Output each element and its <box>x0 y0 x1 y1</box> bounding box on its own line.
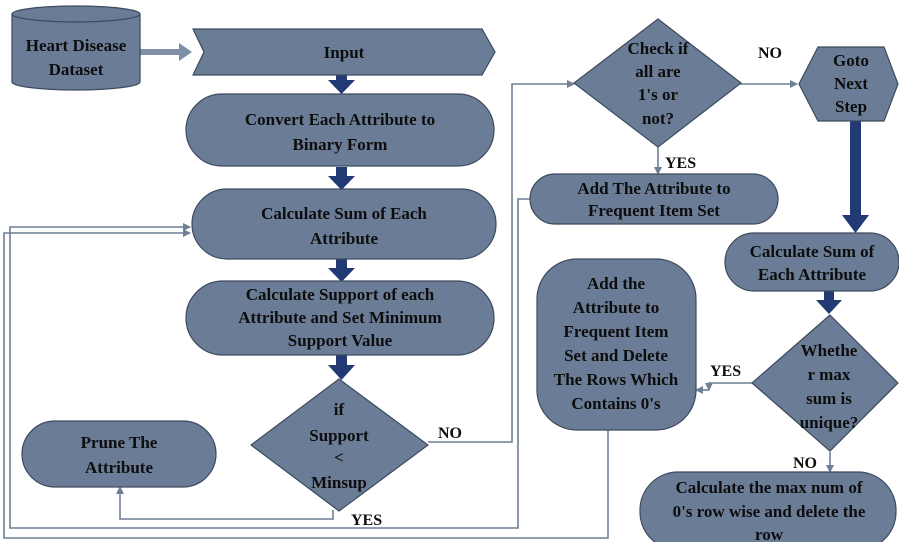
sum1-label-1: Calculate Sum of Each <box>261 204 427 223</box>
prune-label-2: Attribute <box>85 458 153 477</box>
yes-to-prune-line <box>116 486 334 520</box>
prune-node: Prune The Attribute <box>21 420 217 488</box>
prune-label-1: Prune The <box>81 433 158 452</box>
support-decision: if Support < Minsup <box>250 378 430 512</box>
support-to-decision-arrow <box>328 354 355 380</box>
sum1-to-support-arrow <box>328 259 355 282</box>
decision-support-label-1: if <box>334 400 345 419</box>
unique-label-2: r max <box>808 365 851 384</box>
goto-label-2: Next <box>834 74 868 93</box>
unique-label-3: sum is <box>806 389 852 408</box>
support-label-2: Attribute and Set Minimum <box>238 308 442 327</box>
add-delete-label-3: Frequent Item <box>564 322 669 341</box>
check-label-2: all are <box>635 62 681 81</box>
support-label-3: Support Value <box>288 331 393 350</box>
check-label-1: Check if <box>628 39 689 58</box>
support-no-label: NO <box>438 425 462 442</box>
add-delete-label-1: Add the <box>587 274 646 293</box>
dataset-to-input-arrow <box>139 43 192 61</box>
decision-support-label-4: Minsup <box>311 473 367 492</box>
add-delete-label-5: The Rows Which <box>554 370 679 389</box>
support-node: Calculate Support of each Attribute and … <box>185 280 495 356</box>
calc-max-label-1: Calculate the max num of <box>676 478 863 497</box>
sum2-to-unique-arrow <box>816 290 842 314</box>
dataset-cylinder: Heart Disease Dataset <box>11 5 141 91</box>
convert-node: Convert Each Attribute to Binary Form <box>185 93 495 167</box>
add-delete-node: Add the Attribute to Frequent Item Set a… <box>536 258 697 431</box>
unique-label-1: Whethe <box>801 341 858 360</box>
unique-yes-label: YES <box>710 363 741 380</box>
add-frequent-label-2: Frequent Item Set <box>588 201 720 220</box>
add-frequent-node: Add The Attribute to Frequent Item Set <box>529 173 779 225</box>
support-label-1: Calculate Support of each <box>246 285 435 304</box>
goto-to-sum2-arrow <box>842 121 869 233</box>
input-label: Input <box>324 43 365 62</box>
convert-to-sum1-arrow <box>328 167 355 190</box>
unique-decision: Whethe r max sum is unique? <box>751 314 899 452</box>
calc-max-label-2: 0's row wise and delete the <box>673 502 866 521</box>
goto-next-node: Goto Next Step <box>798 46 899 122</box>
loop-to-sum1-line-2 <box>3 229 609 539</box>
sum2-label-2: Each Attribute <box>758 265 867 284</box>
goto-label-1: Goto <box>833 51 869 70</box>
add-delete-label-6: Contains 0's <box>571 394 661 413</box>
add-frequent-label-1: Add The Attribute to <box>577 179 730 198</box>
dataset-label-1: Heart Disease <box>26 36 127 55</box>
input-node: Input <box>192 28 496 76</box>
check-label-3: 1's or <box>638 85 679 104</box>
decision-support-label-2: Support <box>309 426 369 445</box>
dataset-label-2: Dataset <box>49 60 104 79</box>
unique-no-label: NO <box>793 455 817 472</box>
support-yes-label: YES <box>351 512 382 529</box>
calc-max-node: Calculate the max num of 0's row wise an… <box>639 471 897 542</box>
check-no-label: NO <box>758 45 782 62</box>
convert-label-2: Binary Form <box>293 135 388 154</box>
no-to-check-line <box>428 80 575 443</box>
check-yes-label: YES <box>665 155 696 172</box>
goto-label-3: Step <box>835 97 867 116</box>
check-ones-decision: Check if all are 1's or not? <box>573 18 742 148</box>
unique-yes-line <box>705 382 752 391</box>
decision-support-label-3: < <box>334 448 344 467</box>
sum2-label-1: Calculate Sum of <box>750 242 875 261</box>
calc-max-label-3: row <box>755 525 784 542</box>
sum1-node: Calculate Sum of Each Attribute <box>191 188 497 260</box>
sum2-node: Calculate Sum of Each Attribute <box>724 232 899 292</box>
convert-label-1: Convert Each Attribute to <box>245 110 435 129</box>
sum1-label-2: Attribute <box>310 229 378 248</box>
check-label-4: not? <box>642 109 674 128</box>
unique-label-4: unique? <box>800 413 859 432</box>
loop-to-sum1-line <box>9 198 530 529</box>
add-delete-label-4: Set and Delete <box>564 346 668 365</box>
add-delete-label-2: Attribute to <box>573 298 659 317</box>
